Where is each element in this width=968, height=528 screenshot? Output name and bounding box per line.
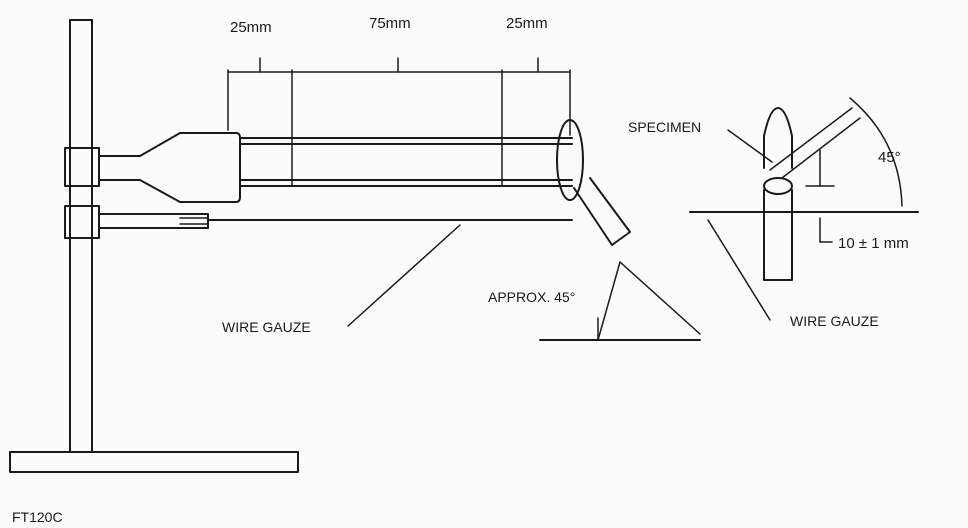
dim-label-right: 25mm xyxy=(506,15,548,32)
dim-label-middle: 75mm xyxy=(369,15,411,32)
dim-label-left: 25mm xyxy=(230,19,272,36)
bent-specimen xyxy=(573,177,631,246)
tube-end xyxy=(556,119,584,201)
specimen-label: SPECIMEN xyxy=(628,119,701,135)
specimen-tip xyxy=(763,107,793,169)
specimen-rod xyxy=(763,189,793,281)
retort-stand xyxy=(9,19,299,473)
specimen-section xyxy=(763,177,793,195)
stand-base xyxy=(9,451,299,473)
lower-clamp-boss xyxy=(64,205,100,239)
upper-clamp-boss xyxy=(64,147,100,187)
height-label: 10 ± 1 mm xyxy=(838,235,909,252)
stand-rod xyxy=(69,19,93,453)
angle-arc xyxy=(849,97,903,207)
clamp-jaw xyxy=(139,132,241,203)
dimension-line: 25mm 75mm 25mm xyxy=(227,15,571,73)
angle-indicator-approx: APPROX. 45° xyxy=(488,261,701,341)
upper-clamp xyxy=(64,132,241,203)
specimen-detail: SPECIMEN 45° 10 ± 1 mm WIRE GAUZE xyxy=(628,97,919,329)
specimen-tube xyxy=(227,69,631,246)
angle-label-right: 45° xyxy=(878,149,901,166)
wire-gauze-left-callout: WIRE GAUZE xyxy=(222,224,461,335)
figure-code: FT120C xyxy=(12,509,63,525)
approx-angle-label: APPROX. 45° xyxy=(488,289,575,305)
lower-clamp xyxy=(64,205,573,239)
wire-gauze-left-label: WIRE GAUZE xyxy=(222,319,311,335)
wire-gauze-right-label: WIRE GAUZE xyxy=(790,313,879,329)
